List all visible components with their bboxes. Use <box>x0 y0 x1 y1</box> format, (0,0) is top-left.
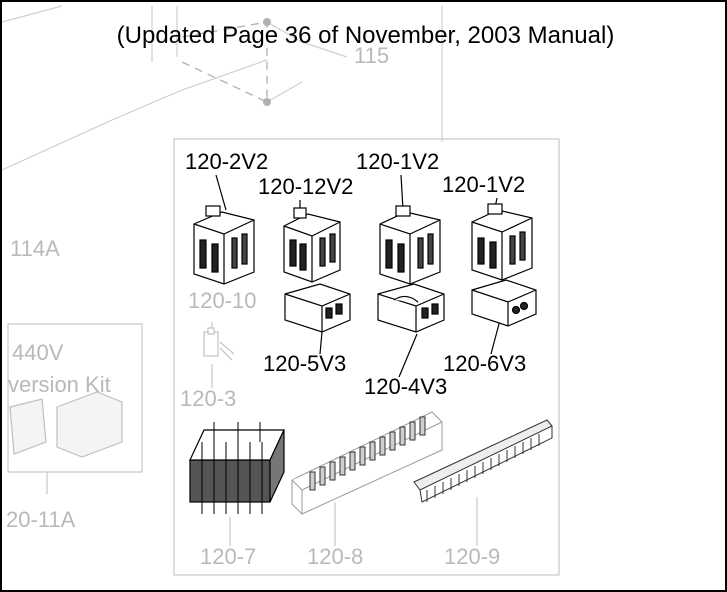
label-115: 115 <box>354 43 390 68</box>
relay-120-4v3 <box>377 283 445 333</box>
label-version-kit: version Kit <box>8 372 111 397</box>
label-120-7: 120-7 <box>200 544 257 569</box>
relay-120-5v3 <box>284 283 351 333</box>
busbar-120-9 <box>413 419 553 503</box>
relay-120-6v3 <box>471 279 537 327</box>
contactor-120-12v2 <box>283 207 341 283</box>
label-120-1v2-a: 120-1V2 <box>356 149 440 174</box>
conversion-kit-box <box>7 323 143 473</box>
label-120-4v3: 120-4V3 <box>364 374 448 399</box>
update-note-title: (Updated Page 36 of November, 2003 Manua… <box>116 22 615 49</box>
label-120-3: 120-3 <box>180 386 237 411</box>
contactor-120-2v2 <box>193 205 255 285</box>
label-120-5v3: 120-5V3 <box>263 351 347 376</box>
terminal-block-120-7 <box>189 422 285 514</box>
label-120-6v3: 120-6V3 <box>443 351 527 376</box>
parts-frame <box>173 138 560 576</box>
leader-lines <box>215 174 501 378</box>
label-120-10: 120-10 <box>188 288 257 313</box>
label-120-1v2-b: 120-1V2 <box>442 172 526 197</box>
fuse-120-10 <box>203 327 235 361</box>
label-120-2v2: 120-2V2 <box>185 149 269 174</box>
label-120-11a: 20-11A <box>6 507 76 532</box>
label-120-12v2: 120-12V2 <box>258 174 354 199</box>
label-120-9: 120-9 <box>444 544 501 569</box>
contactor-120-1v2-a <box>379 205 441 285</box>
contactor-120-1v2-b <box>471 203 533 281</box>
label-120-8: 120-8 <box>307 544 364 569</box>
label-440v: 440V <box>12 340 64 365</box>
label-114a: 114A <box>10 236 60 261</box>
